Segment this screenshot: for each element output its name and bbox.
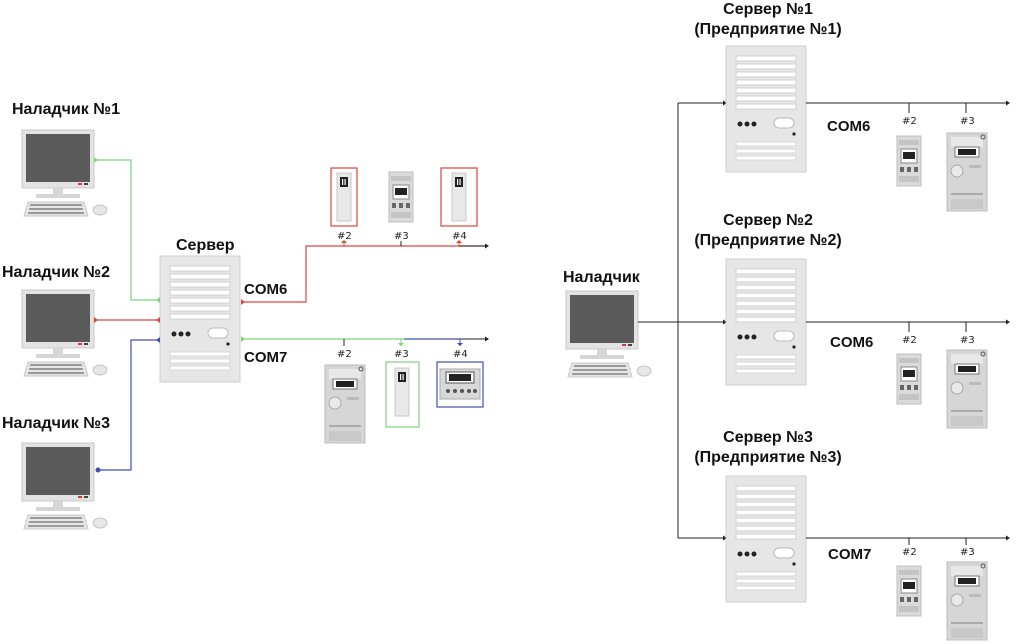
device-frame: [436, 361, 484, 408]
arrow-icon: [341, 240, 347, 243]
arrow-icon: [1006, 100, 1010, 106]
monitor-icon: [21, 442, 108, 530]
server-tower-icon: [725, 45, 807, 173]
arrow-icon: [241, 299, 245, 305]
operator-3: Наладчик №3: [2, 415, 110, 530]
operator-links: [94, 157, 160, 473]
com7-device-3: #3: [385, 339, 420, 428]
operator-2-label: Наладчик №2: [2, 264, 110, 281]
com6-device-2: #2: [330, 167, 358, 246]
device-number: #4: [453, 349, 468, 360]
device-frame: [385, 361, 420, 428]
com7-device-2: #2: [324, 339, 366, 444]
com7-device-4: #4: [436, 339, 484, 408]
arrow-icon: [723, 100, 727, 106]
operator-2: Наладчик №2: [2, 264, 110, 377]
server-title: Сервер №2: [723, 212, 813, 229]
arrow-icon: [723, 535, 727, 541]
device-icon: [896, 565, 922, 617]
monitor-icon: [21, 129, 108, 217]
port-label: COM6: [830, 334, 873, 351]
com6-label: COM6: [244, 281, 287, 298]
device-icon: [896, 135, 922, 187]
device-number: #3: [394, 231, 409, 242]
port-label: COM6: [827, 118, 870, 135]
arrow-icon: [485, 243, 489, 249]
device-number: #3: [960, 547, 975, 558]
arrow-icon: [94, 157, 98, 163]
link-operator-1: [94, 159, 160, 301]
device-icon: [896, 353, 922, 405]
device-icon: [394, 367, 410, 417]
enterprise-server-3: Сервер №3 (Предприятие №3) COM7 #2 #3: [694, 429, 1010, 641]
device-number: #2: [337, 349, 352, 360]
device-number: #2: [902, 116, 917, 127]
device-icon: [336, 172, 352, 222]
arrow-icon: [156, 317, 160, 323]
com7-label: COM7: [244, 349, 287, 366]
right-topology: Наладчик Сервер №1 (Предприятие №1) COM6…: [563, 1, 1010, 641]
device-number: #4: [452, 231, 467, 242]
enterprise-server-2: Сервер №2 (Предприятие №2) COM6 #2 #3: [694, 212, 1010, 429]
arrow-icon: [485, 336, 489, 342]
arrow-icon: [723, 319, 727, 325]
device-number: #3: [960, 116, 975, 127]
device-number: #3: [960, 335, 975, 346]
operator-1: Наладчик №1: [12, 101, 120, 217]
device-icon: [388, 171, 414, 223]
monitor-icon: [565, 290, 652, 378]
server-subtitle: (Предприятие №2): [694, 232, 841, 249]
device-icon: [946, 349, 988, 429]
device-number: #2: [337, 231, 352, 242]
arrow-icon: [1006, 319, 1010, 325]
com7-bus: COM7 #2 #3 #4: [241, 336, 489, 444]
enterprise-server-1: Сервер №1 (Предприятие №1) COM6 #2 #3: [694, 1, 1010, 212]
server-subtitle: (Предприятие №3): [694, 449, 841, 466]
server-tower-icon: [159, 255, 241, 383]
com6-bus: COM6 #2 #3 #4: [241, 167, 489, 305]
left-topology: Наладчик №1 Наладчик №2 Наладчик №3 Серв…: [2, 101, 489, 530]
server-tower-icon: [725, 475, 807, 603]
monitor-icon: [21, 289, 108, 377]
server-title: Сервер №3: [723, 429, 813, 446]
arrow-icon: [456, 240, 462, 243]
device-number: #2: [902, 547, 917, 558]
device-icon: [946, 561, 988, 641]
arrow-icon: [156, 297, 160, 303]
device-icon: [324, 364, 366, 444]
device-frame: [330, 167, 358, 227]
com6-device-3: #3: [388, 171, 414, 246]
server-subtitle: (Предприятие №1): [694, 21, 841, 38]
device-frame: [440, 167, 478, 227]
operator-label: Наладчик: [563, 269, 641, 286]
server-title: Сервер №1: [723, 1, 813, 18]
arrow-icon: [457, 343, 463, 346]
device-number: #2: [902, 335, 917, 346]
port-label: COM7: [828, 546, 871, 563]
operator-3-label: Наладчик №3: [2, 415, 110, 432]
com6-device-4: #4: [440, 167, 478, 246]
arrow-icon: [94, 317, 98, 323]
operator-1-label: Наладчик №1: [12, 101, 120, 118]
arrow-icon: [1006, 535, 1010, 541]
device-icon: [451, 172, 467, 222]
arrow-icon: [241, 336, 245, 342]
link-operator-3: [98, 339, 160, 471]
arrow-icon: [398, 343, 404, 346]
device-icon: [946, 132, 988, 212]
arrow-icon: [156, 337, 160, 343]
device-number: #3: [394, 349, 409, 360]
device-icon: [439, 368, 481, 400]
server-label: Сервер: [176, 237, 235, 254]
port-dot-icon: [95, 467, 101, 473]
server-tower-icon: [725, 258, 807, 386]
